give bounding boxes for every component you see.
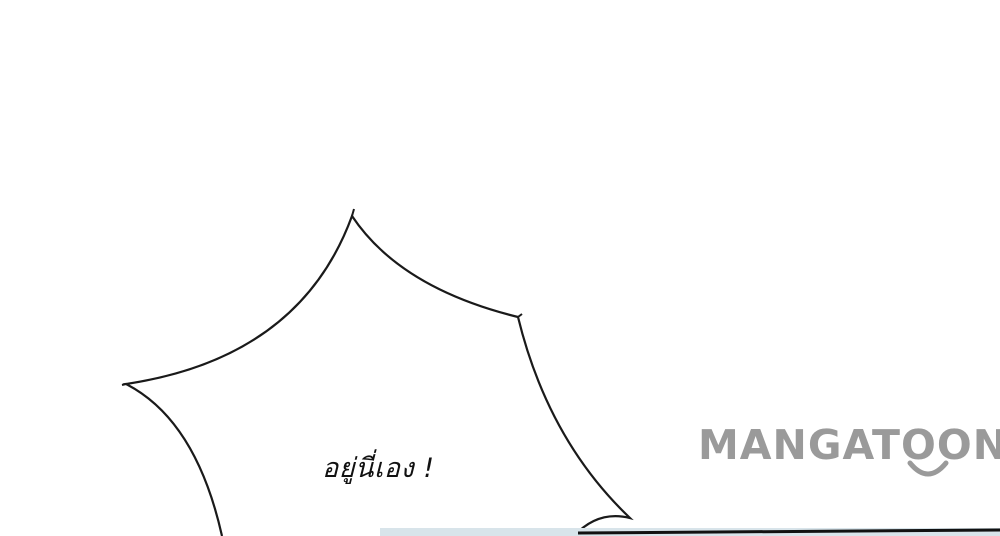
- smile-logo-icon: [907, 460, 949, 477]
- speech-burst-outline: [122, 213, 634, 536]
- next-panel-border: [577, 528, 1000, 535]
- speech-bubble-text: อยู่นี่เอง !: [322, 453, 435, 484]
- watermark-text: MANGATOON: [698, 421, 1000, 469]
- burst-spike-right: [517, 313, 523, 318]
- mangatoon-watermark: MANGATOON: [698, 421, 1000, 481]
- burst-spike-top: [351, 208, 355, 217]
- burst-spike-left: [121, 383, 127, 386]
